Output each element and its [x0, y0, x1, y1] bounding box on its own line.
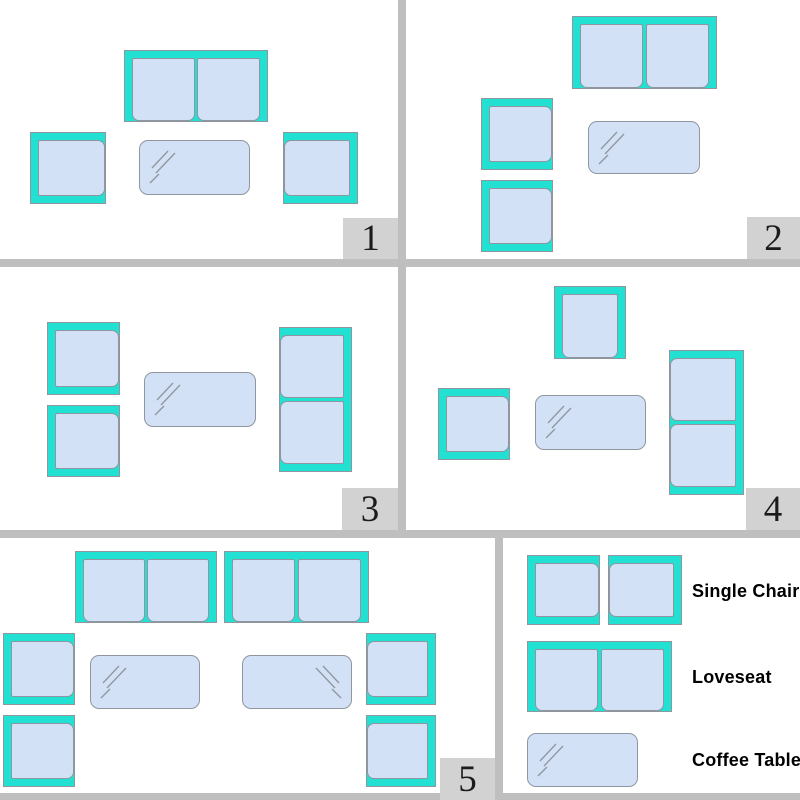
- legend-label-single-chair: Single Chair: [692, 581, 800, 601]
- panel-number-1: 1: [343, 218, 398, 259]
- loveseat: [669, 350, 744, 495]
- seat-cushion: [147, 559, 209, 622]
- coffee-table: [588, 121, 700, 174]
- glass-shine-marks: [598, 131, 625, 165]
- single-chair: [3, 715, 75, 787]
- single-chair: [527, 555, 600, 625]
- seat-cushion: [83, 559, 145, 622]
- coffee-table: [527, 733, 638, 787]
- seat-cushion: [298, 559, 361, 622]
- loveseat: [279, 327, 352, 472]
- single-chair: [438, 388, 510, 460]
- coffee-table: [90, 655, 200, 709]
- seat-cushion: [367, 641, 428, 697]
- seat-cushion: [132, 58, 195, 121]
- single-chair: [3, 633, 75, 705]
- seat-cushion: [280, 335, 344, 398]
- seat-cushion: [232, 559, 295, 622]
- seat-cushion: [38, 140, 105, 196]
- glass-shine-marks: [537, 743, 564, 777]
- panel-number-5: 5: [440, 758, 495, 800]
- coffee-table: [535, 395, 646, 450]
- seat-cushion: [489, 188, 552, 244]
- single-chair: [554, 286, 626, 359]
- seat-cushion: [55, 413, 119, 469]
- single-chair: [47, 405, 120, 477]
- single-chair: [481, 180, 553, 252]
- single-chair: [366, 715, 436, 787]
- single-chair: [47, 322, 120, 395]
- coffee-table: [242, 655, 352, 709]
- panel-divider: [0, 530, 800, 538]
- seat-cushion: [670, 358, 736, 421]
- seat-cushion: [646, 24, 709, 88]
- loveseat: [572, 16, 717, 89]
- seat-cushion: [280, 401, 344, 464]
- legend-label-coffee-table: Coffee Table: [692, 750, 800, 770]
- glass-shine-marks: [100, 665, 127, 699]
- glass-shine-marks: [315, 665, 342, 699]
- loveseat: [527, 641, 672, 712]
- seat-cushion: [11, 723, 74, 779]
- loveseat: [75, 551, 217, 623]
- coffee-table: [144, 372, 256, 427]
- single-chair: [481, 98, 553, 170]
- seat-cushion: [535, 563, 599, 617]
- seat-cushion: [562, 294, 618, 358]
- panel-number-3: 3: [342, 488, 398, 530]
- seat-cushion: [609, 563, 674, 617]
- glass-shine-marks: [149, 150, 176, 184]
- seat-cushion: [601, 649, 664, 711]
- seat-cushion: [670, 424, 736, 487]
- panel-divider: [0, 259, 800, 267]
- coffee-table: [139, 140, 250, 195]
- seat-cushion: [197, 58, 260, 121]
- seat-cushion: [284, 140, 350, 196]
- panel-divider: [495, 538, 503, 800]
- single-chair: [30, 132, 106, 204]
- single-chair: [283, 132, 358, 204]
- seat-cushion: [367, 723, 428, 779]
- seat-cushion: [580, 24, 643, 88]
- glass-shine-marks: [545, 405, 572, 439]
- seat-cushion: [11, 641, 74, 697]
- single-chair: [608, 555, 682, 625]
- loveseat: [224, 551, 369, 623]
- seat-cushion: [446, 396, 509, 452]
- seat-cushion: [535, 649, 598, 711]
- single-chair: [366, 633, 436, 705]
- loveseat: [124, 50, 268, 122]
- seat-cushion: [55, 330, 119, 387]
- panel-number-4: 4: [746, 488, 800, 530]
- seat-cushion: [489, 106, 552, 162]
- legend-label-loveseat: Loveseat: [692, 667, 772, 687]
- panel-divider: [0, 793, 800, 800]
- glass-shine-marks: [154, 382, 181, 416]
- panel-divider: [398, 0, 406, 538]
- panel-number-2: 2: [747, 217, 800, 259]
